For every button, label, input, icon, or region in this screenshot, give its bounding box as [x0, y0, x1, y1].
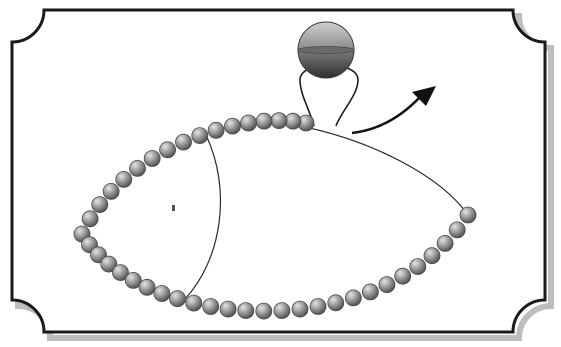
bead: [424, 248, 440, 264]
bead: [285, 113, 301, 129]
bead: [225, 118, 241, 134]
bead: [203, 299, 219, 315]
bead: [328, 295, 344, 311]
bead: [82, 211, 98, 227]
bead: [256, 113, 272, 129]
bead: [449, 222, 465, 238]
bead: [238, 303, 254, 319]
bead: [395, 268, 411, 284]
bead: [241, 115, 257, 131]
bead: [345, 290, 361, 306]
bead: [103, 183, 119, 199]
bead: [154, 286, 170, 302]
bead: [460, 207, 476, 223]
bead: [176, 134, 192, 150]
bead: [208, 122, 224, 138]
bead: [139, 279, 155, 295]
bead: [92, 197, 108, 213]
bead: [362, 284, 378, 300]
bead: [220, 301, 236, 317]
bead: [160, 142, 176, 158]
bead: [256, 303, 272, 319]
frame-border: [12, 10, 545, 332]
bead: [410, 259, 426, 275]
small-mark: [172, 205, 175, 211]
bead: [170, 291, 186, 307]
bead: [437, 235, 453, 251]
bead: [271, 113, 287, 129]
bead: [274, 303, 290, 319]
bead: [192, 128, 208, 144]
bead: [144, 151, 160, 167]
bead: [186, 295, 202, 311]
bead: [292, 301, 308, 317]
large-bead: [298, 22, 354, 78]
bead: [116, 171, 132, 187]
bead: [379, 277, 395, 293]
bead: [130, 160, 146, 176]
bead: [310, 299, 326, 315]
